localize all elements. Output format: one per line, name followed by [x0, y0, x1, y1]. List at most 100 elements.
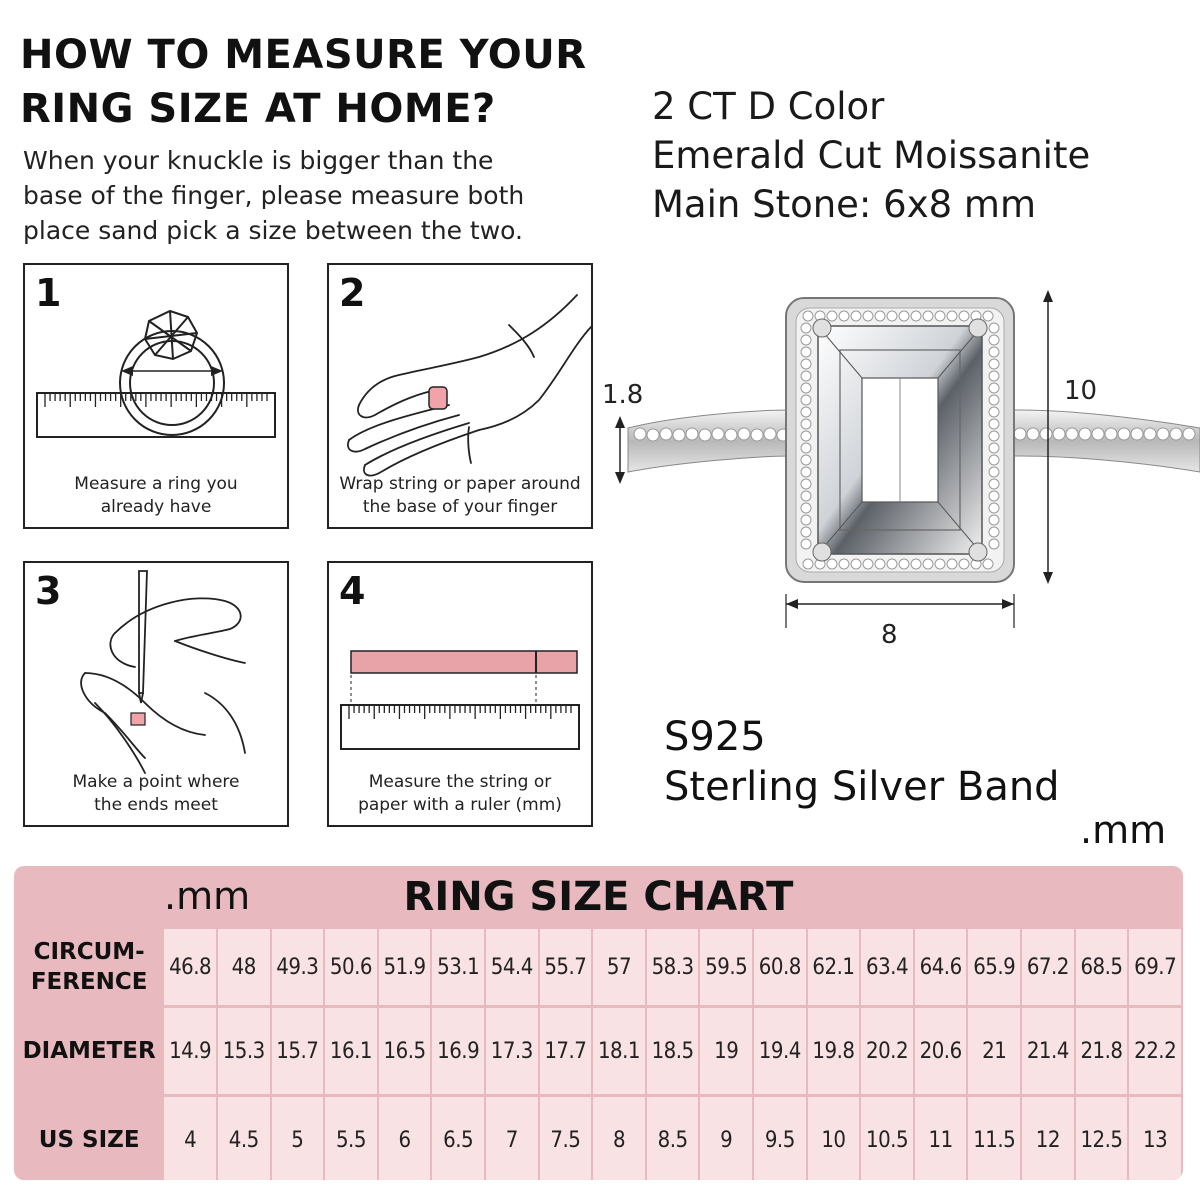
halo-stone	[886, 558, 898, 570]
caption-line-1: Make a point where	[72, 772, 240, 792]
table-cell: 11.5	[968, 1097, 1021, 1180]
halo-stone	[988, 334, 1000, 346]
table-cell: 5	[271, 1097, 324, 1180]
band-height-label: 1.8	[602, 380, 644, 410]
halo-stone	[910, 558, 922, 570]
halo-stone	[800, 322, 812, 334]
pave-stone	[646, 428, 660, 442]
title-line-2: RING SIZE AT HOME?	[20, 86, 496, 132]
caption-line-2: the base of your finger	[362, 497, 558, 517]
table-cell: 49.3	[271, 929, 324, 1005]
table-cell: 67.2	[1022, 929, 1074, 1005]
halo-stone	[800, 358, 812, 370]
halo-stone	[800, 430, 812, 442]
halo-stone	[988, 466, 1000, 478]
halo-stone	[800, 370, 812, 382]
table-cell: 5.5	[325, 1097, 377, 1180]
halo-stone	[922, 558, 934, 570]
pave-stone	[1026, 427, 1040, 441]
halo-stone	[910, 310, 922, 322]
table-cell: 58.3	[646, 929, 699, 1005]
halo-stone	[922, 310, 934, 322]
table-cell: 20.2	[861, 1008, 913, 1094]
spec-line-2: Emerald Cut Moissanite	[652, 134, 1091, 177]
pave-stone	[1065, 427, 1079, 441]
halo-stone	[800, 538, 812, 550]
halo-stone	[988, 346, 1000, 358]
table-cell: 10	[807, 1097, 860, 1180]
halo-stone	[946, 310, 958, 322]
halo-stone	[988, 430, 1000, 442]
halo-stone	[934, 558, 946, 570]
halo-stone	[988, 538, 1000, 550]
table-cell: 69.7	[1129, 929, 1181, 1005]
halo-stone	[800, 334, 812, 346]
table-cell: 60.8	[754, 929, 806, 1005]
table-cell: 51.9	[378, 929, 431, 1005]
material-text: S925 Sterling Silver Band	[664, 712, 1060, 812]
table-cell: 48	[217, 929, 270, 1005]
table-cell: 14.9	[164, 1008, 216, 1094]
pave-stone	[1143, 427, 1157, 441]
halo-stone	[958, 310, 970, 322]
halo-stone	[958, 558, 970, 570]
halo-stone	[874, 558, 886, 570]
table-cell: 18.5	[646, 1008, 699, 1094]
table-cell: 11	[914, 1097, 967, 1180]
pave-stone	[1104, 427, 1118, 441]
chart-title: RING SIZE CHART	[403, 874, 794, 920]
table-cell: 6	[378, 1097, 431, 1180]
halo-stone	[898, 310, 910, 322]
material-line-1: S925	[664, 714, 766, 760]
table-cell: 4.5	[217, 1097, 270, 1180]
table-cell: 16.1	[325, 1008, 377, 1094]
table-cell: 8.5	[646, 1097, 699, 1180]
table-cell: 65.9	[968, 929, 1021, 1005]
table-cell: 18.1	[593, 1008, 645, 1094]
pave-stone	[1052, 427, 1066, 441]
halo-stone	[982, 310, 994, 322]
halo-stone	[800, 346, 812, 358]
halo-stone	[988, 322, 1000, 334]
spec-line-1: 2 CT D Color	[652, 85, 885, 128]
halo-stone	[800, 514, 812, 526]
pave-stone	[1078, 427, 1092, 441]
halo-stone	[988, 394, 1000, 406]
pave-stone	[1130, 427, 1144, 441]
table-cell: 10.5	[861, 1097, 913, 1180]
halo-stone	[826, 310, 838, 322]
step-card-3: 3 Make a point where the ends meet	[23, 561, 289, 827]
table-cell: 57	[593, 929, 645, 1005]
pave-stone	[724, 428, 738, 442]
intro-text: When your knuckle is bigger than the bas…	[23, 143, 603, 248]
spec-line-3: Main Stone: 6x8 mm	[652, 183, 1036, 226]
table-cell: 17.7	[539, 1008, 592, 1094]
step-card-1: 1 Measure a ring you already have	[23, 263, 289, 529]
table-cell: 4	[164, 1097, 216, 1180]
caption-line-2: already have	[100, 497, 212, 517]
table-cell: 68.5	[1075, 929, 1128, 1005]
pave-stone	[1169, 427, 1183, 441]
step-caption: Wrap string or paper around the base of …	[329, 473, 591, 519]
table-cell: 55.7	[539, 929, 592, 1005]
table-cell: 15.7	[271, 1008, 324, 1094]
step-caption: Measure the string or paper with a ruler…	[329, 771, 591, 817]
halo-stone	[800, 382, 812, 394]
row-header: US SIZE	[16, 1097, 163, 1180]
halo-stone	[802, 558, 814, 570]
halo-stone	[988, 418, 1000, 430]
pave-stone	[659, 427, 673, 441]
table-cell: 64.6	[914, 929, 967, 1005]
halo-stone	[988, 382, 1000, 394]
halo-stone	[800, 526, 812, 538]
step-caption: Measure a ring you already have	[25, 473, 287, 519]
caption-line-1: Measure a ring you	[74, 474, 238, 494]
table-cell: 9	[700, 1097, 753, 1180]
table-cell: 21	[968, 1008, 1021, 1094]
pave-stone	[685, 427, 699, 441]
table-cell: 59.5	[700, 929, 753, 1005]
row-header-line-2: FERENCE	[30, 969, 148, 995]
chart-unit-label: .mm	[164, 874, 251, 918]
